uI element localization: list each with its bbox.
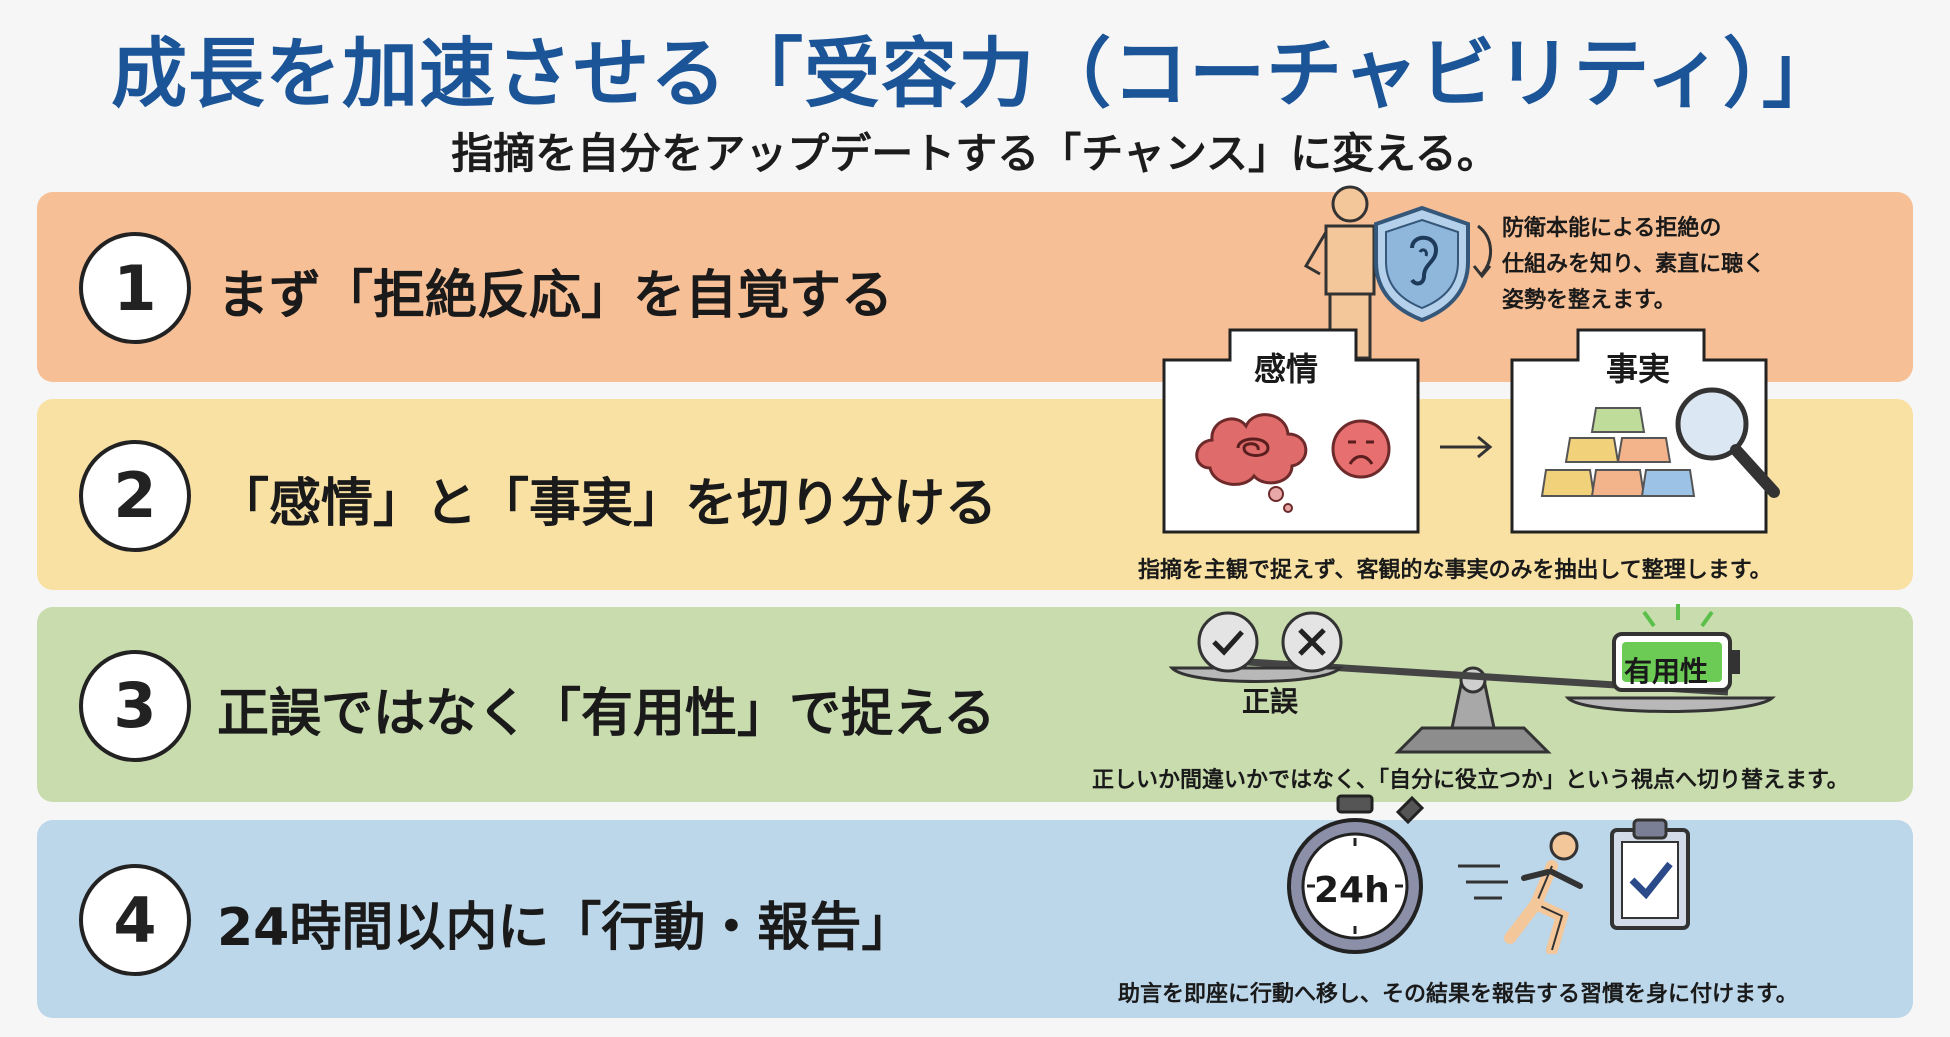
- balance-scale-icon: [1168, 658, 1776, 754]
- page-subtitle: 指摘を自分をアップデートする「チャンス」に変える。: [451, 129, 1499, 178]
- step-title-3: 正誤ではなく「有用性」で捉える: [217, 683, 996, 744]
- step-title-1: まず「拒絶反応」を自覚する: [217, 266, 894, 326]
- clipboard-check-icon: [1610, 818, 1690, 930]
- cross-icon: [1281, 611, 1343, 673]
- step-title-2: 「感情」と「事実」を切り分ける: [217, 473, 998, 534]
- step-caption-1-line-3: 姿勢を整えます。: [1502, 288, 1676, 313]
- scale-left-label: 正誤: [1242, 685, 1299, 718]
- step-band-3: 3 正誤ではなく「有用性」で捉える: [37, 607, 1913, 802]
- shield-ear-icon: [1374, 205, 1470, 323]
- battery-icon: [1612, 604, 1740, 692]
- step-number-2: 2: [79, 439, 191, 552]
- step-caption-3: 正しいか間違いかではなく、「自分に役立つか」という視点へ切り替えます。: [1092, 768, 1849, 793]
- cloud-icon: [1195, 413, 1308, 513]
- step-number-1: 1: [79, 232, 191, 344]
- magnifier-icon: [1675, 387, 1780, 498]
- emotion-label: 感情: [1254, 350, 1319, 388]
- check-icon: [1197, 611, 1259, 673]
- fact-label: 事実: [1606, 350, 1671, 388]
- step-caption-1-line-2: 仕組みを知り、素直に聴く: [1502, 252, 1766, 277]
- scale-right-label: 有用性: [1624, 655, 1709, 688]
- arrow-right-icon: [1440, 435, 1493, 459]
- step-caption-1-line-1: 防衛本能による拒絶の: [1502, 216, 1722, 241]
- step-number-4: 4: [79, 864, 191, 976]
- step-caption-4: 助言を即座に行動へ移し、その結果を報告する習慣を身に付けます。: [1118, 982, 1798, 1007]
- stopwatch-label: 24h: [1314, 870, 1390, 911]
- running-person-icon: [1458, 831, 1583, 954]
- step-caption-2: 指摘を主観で捉えず、客観的な事実のみを抽出して整理します。: [1138, 558, 1772, 583]
- curved-arrow-icon: [1472, 224, 1492, 279]
- sad-face-icon: [1331, 419, 1391, 479]
- step-band-4: 4 24時間以内に「行動・報告」: [37, 820, 1913, 1018]
- step-number-3: 3: [79, 649, 191, 762]
- step-band-1: 1 まず「拒絶反応」を自覚する: [37, 192, 1913, 382]
- blocks-icon: [1540, 407, 1696, 497]
- stopwatch-icon: [1287, 794, 1425, 954]
- step-title-4: 24時間以内に「行動・報告」: [217, 898, 914, 958]
- page-title: 成長を加速させる「受容力（コーチャビリティ）」: [111, 29, 1839, 118]
